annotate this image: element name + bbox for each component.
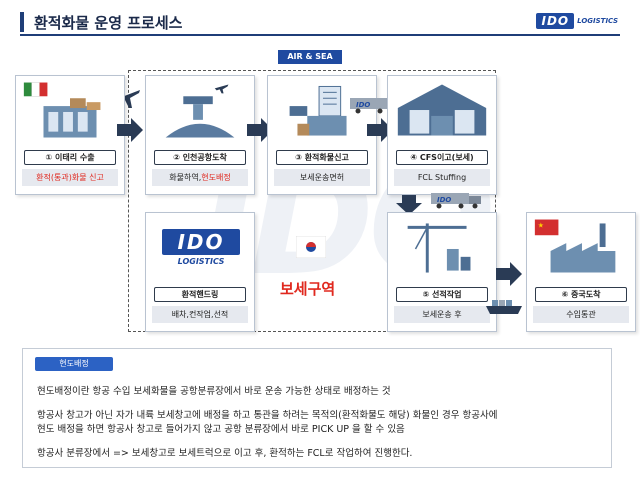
note-line: 현도배정이란 항공 수입 보세화물을 공항분류장에서 바로 운송 가능한 상태로… xyxy=(37,386,391,397)
step-detail: 수입통관 xyxy=(533,306,629,323)
page-title: 환적화물 운영 프로세스 xyxy=(34,14,183,32)
arrow-right-icon xyxy=(117,118,143,142)
step-shipping-operation: ⑤ 선적작업 보세운송 후 xyxy=(387,212,497,332)
header: 환적화물 운영 프로세스 IDO LOGISTICS xyxy=(20,10,620,36)
logo-mark: IDO xyxy=(536,13,575,29)
step-detail: 보세운송면허 xyxy=(274,169,370,186)
company-logo: IDO LOGISTICS xyxy=(536,13,618,29)
china-factory-icon: ★ xyxy=(534,219,616,273)
airport-tower-icon xyxy=(165,84,235,138)
step-detail-highlight: 현도배정 xyxy=(201,173,231,182)
ido-logo-mark: IDO xyxy=(162,229,240,255)
truck-logo: IDO xyxy=(437,196,451,204)
note-line: 항공사 창고가 아닌 자가 내륙 보세창고에 배정을 하고 통관을 하려는 목적… xyxy=(37,410,498,421)
korea-flag-icon xyxy=(296,236,326,258)
truck-logo: IDO xyxy=(356,101,370,109)
step-label: ② 인천공항도착 xyxy=(154,150,246,165)
step-detail: 환적(통과)화물 신고 xyxy=(22,169,118,186)
step-label: ⑥ 중국도착 xyxy=(535,287,627,302)
cargo-ship-icon xyxy=(486,300,522,314)
step-label: 환적핸드링 xyxy=(154,287,246,302)
step-detail: FCL Stuffing xyxy=(394,169,490,186)
scanner-document-icon xyxy=(289,85,347,136)
logo-text: LOGISTICS xyxy=(577,17,618,25)
truck-icon: IDO xyxy=(431,193,481,209)
svg-text:★: ★ xyxy=(538,221,544,229)
note-line: 항공사 분류장에서 => 보세창고로 보세트럭으로 이고 후, 환적하는 FCL… xyxy=(37,448,413,459)
italy-warehouse-icon xyxy=(23,82,101,138)
step-china-arrival: ★ ⑥ 중국도착 수입통관 xyxy=(526,212,636,332)
step-incheon-arrival: ② 인천공항도착 화물하역,현도배정 xyxy=(145,75,255,195)
arrow-down-icon xyxy=(396,195,422,215)
air-sea-badge: AIR & SEA xyxy=(278,50,342,64)
ido-logo-text: LOGISTICS xyxy=(177,257,225,266)
step-label: ⑤ 선적작업 xyxy=(396,287,488,302)
airplane-icon xyxy=(114,90,140,108)
note-panel: 현도배정 현도배정이란 항공 수입 보세화물을 공항분류장에서 바로 운송 가능… xyxy=(22,348,612,468)
port-crane-icon xyxy=(407,223,471,273)
arrow-right-icon xyxy=(247,118,273,142)
bonded-truck: IDO xyxy=(431,191,483,209)
arrow-right-icon xyxy=(367,118,393,142)
step-label: ④ CFS이고(보세) xyxy=(396,150,488,165)
header-rule xyxy=(20,34,620,36)
arrow-right-icon xyxy=(496,262,522,286)
step-detail-part: 화물하역, xyxy=(169,173,202,182)
step-label: ① 이태리 수출 xyxy=(24,150,116,165)
step-detail: 화물하역,현도배정 xyxy=(152,169,248,186)
note-line: 현도 배정을 하면 항공사 창고로 들어가지 않고 공항 분류장에서 바로 PI… xyxy=(37,424,405,435)
step-transshipment-handling: IDO LOGISTICS 환적핸드링 배차,컨작업,선적 xyxy=(145,212,255,332)
note-tag: 현도배정 xyxy=(35,357,113,371)
step-transshipment-declaration: ③ 환적화물신고 보세운송면허 xyxy=(267,75,377,195)
title-accent-bar xyxy=(20,12,24,32)
bonded-zone-boundary xyxy=(128,70,496,332)
step-italy-export: ① 이태리 수출 환적(통과)화물 신고 xyxy=(15,75,125,195)
cfs-warehouse-icon xyxy=(397,84,487,136)
step-detail: 배차,컨작업,선적 xyxy=(152,306,248,323)
bonded-zone-label: 보세구역 xyxy=(280,280,336,298)
step-detail: 보세운송 후 xyxy=(394,306,490,323)
ido-logo: IDO LOGISTICS xyxy=(162,229,240,269)
step-label: ③ 환적화물신고 xyxy=(276,150,368,165)
step-cfs-transfer: ④ CFS이고(보세) FCL Stuffing xyxy=(387,75,497,195)
